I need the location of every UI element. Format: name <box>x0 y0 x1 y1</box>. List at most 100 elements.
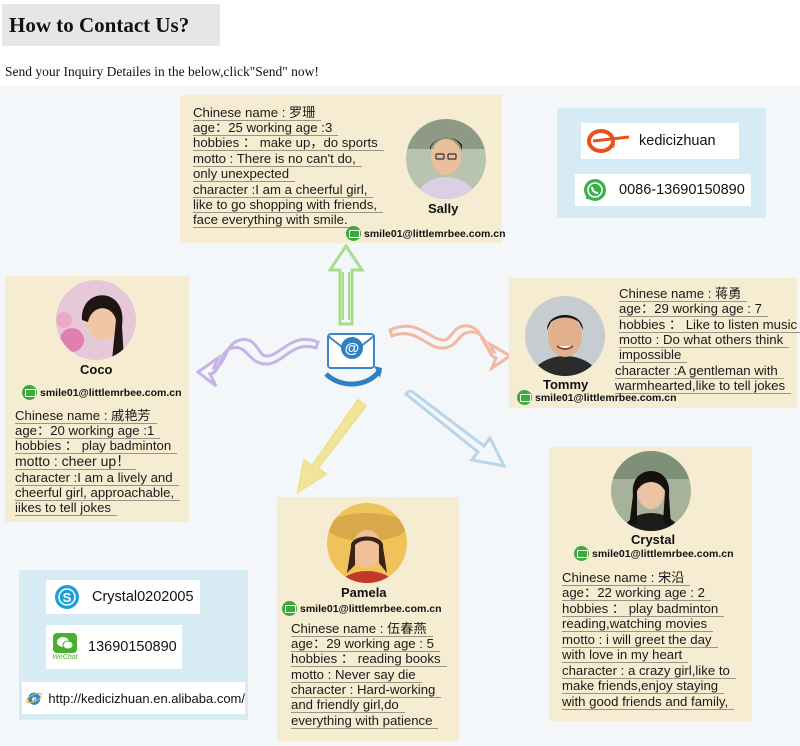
email-icon <box>282 601 297 616</box>
wechat-caption: WeChat <box>52 654 78 661</box>
contact-email[interactable]: smile01@littlemrbee.com.cn <box>574 546 734 561</box>
avatar-crystal <box>611 451 691 531</box>
contact-email[interactable]: smile01@littlemrbee.com.cn <box>282 601 442 616</box>
company-box: e kedicizhuan 0086-13690150890 <box>557 108 766 218</box>
card-line: with good friends and family, <box>562 694 735 710</box>
avatar-coco <box>56 280 136 360</box>
card-line: character :I am a lively and <box>15 470 179 486</box>
svg-text:S: S <box>63 590 72 605</box>
website-url[interactable]: http://kedicizhuan.en.alibaba.com/ <box>48 690 245 706</box>
card-line: cheerful girl, approachable, <box>15 485 181 501</box>
card-line: motto : Never say die <box>291 667 422 683</box>
wechat-icon <box>53 633 77 653</box>
arrow-up-icon <box>327 243 365 326</box>
alibaba-logo: e <box>587 129 630 153</box>
contact-email[interactable]: smile01@littlemrbee.com.cn <box>22 385 182 400</box>
whatsapp-contact[interactable]: 0086-13690150890 <box>575 174 751 206</box>
card-line: Chinese name : 戚艳芳 <box>15 408 157 424</box>
email-icon <box>574 546 589 561</box>
card-line: age：29 working age : 7 <box>619 301 768 317</box>
card-line: make friends,enjoy staying <box>562 678 725 694</box>
contact-email[interactable]: smile01@littlemrbee.com.cn <box>517 390 677 405</box>
card-line: motto : i will greet the day <box>562 632 718 648</box>
card-line: character :I am a cheerful girl, <box>193 182 374 198</box>
card-line: age：20 working age :1 <box>15 423 161 439</box>
card-line: and friendly girl,do <box>291 697 405 713</box>
wechat-logo: WeChat <box>52 632 78 662</box>
avatar-sally <box>406 119 486 199</box>
card-line: hobbies ： Like to listen music <box>619 317 800 333</box>
arrow-left-icon <box>196 338 320 388</box>
card-line: age：29 working age : 5 <box>291 636 440 652</box>
skype-icon: S <box>55 585 79 609</box>
brand-name: kedicizhuan <box>639 133 716 149</box>
skype-contact[interactable]: S Crystal0202005 <box>46 580 200 614</box>
card-line: character : Hard-working <box>291 682 442 698</box>
svg-text:e: e <box>32 694 37 705</box>
contact-name: Sally <box>428 201 459 216</box>
card-line: hobbies ： make up，do sports <box>193 135 384 151</box>
avatar-pamela <box>327 503 407 583</box>
svg-text:e: e <box>611 141 616 150</box>
email-icon <box>517 390 532 405</box>
card-line: impossible <box>619 347 688 363</box>
card-line: only unexpected <box>193 166 296 182</box>
page-subtitle: Send your Inquiry Detailes in the below,… <box>5 64 319 79</box>
contact-name: Crystal <box>631 532 676 547</box>
card-line: character : a crazy girl,like to <box>562 663 736 679</box>
whatsapp-number: 0086-13690150890 <box>619 182 745 198</box>
card-line: hobbies ： play badminton <box>15 438 178 454</box>
card-line: face everything with smile. <box>193 212 354 228</box>
title-banner: How to Contact Us? <box>2 4 220 46</box>
svg-text:@: @ <box>345 340 360 357</box>
card-line: age：25 working age :3 <box>193 120 339 136</box>
avatar-tommy <box>525 296 605 376</box>
card-line: hobbies ： play badminton <box>562 601 725 617</box>
email-text[interactable]: smile01@littlemrbee.com.cn <box>535 391 677 404</box>
email-icon <box>22 385 37 400</box>
mail-send-icon: @ <box>324 333 383 387</box>
contact-card-coco: Coco smile01@littlemrbee.com.cn Chinese … <box>5 276 189 522</box>
card-line: character :A gentleman with <box>615 363 784 379</box>
card-line: Chinese name : 蒋勇 <box>619 286 748 302</box>
arrow-right-icon <box>388 324 512 372</box>
contact-card-crystal: Crystal smile01@littlemrbee.com.cn Chine… <box>549 447 752 721</box>
contact-card-pamela: Pamela smile01@littlemrbee.com.cn Chines… <box>277 497 459 741</box>
card-line: like to go shopping with friends, <box>193 197 384 213</box>
card-line: hobbies ： reading books <box>291 651 447 667</box>
card-line: warmhearted,like to tell jokes <box>615 378 792 394</box>
card-line: Chinese name : 伍春燕 <box>291 621 433 637</box>
skype-id: Crystal0202005 <box>92 589 194 605</box>
card-line: Chinese name : 宋沿 <box>562 570 691 586</box>
contact-card-sally: Chinese name : 罗珊 age：25 working age :3 … <box>180 95 506 243</box>
card-line: motto : cheer up！ <box>15 454 137 470</box>
email-icon <box>346 226 361 241</box>
card-line: motto : There is no can't do, <box>193 151 362 167</box>
contact-name: Tommy <box>543 377 589 392</box>
card-line: everything with patience <box>291 713 439 729</box>
wechat-contact[interactable]: WeChat 13690150890 <box>46 625 182 669</box>
card-line: reading,watching movies <box>562 616 714 632</box>
page-title: How to Contact Us? <box>9 13 190 37</box>
email-text[interactable]: smile01@littlemrbee.com.cn <box>40 386 182 399</box>
contact-email[interactable]: smile01@littlemrbee.com.cn <box>346 226 506 241</box>
contact-name: Pamela <box>341 585 387 600</box>
arrow-down-right-icon <box>403 390 507 469</box>
email-text[interactable]: smile01@littlemrbee.com.cn <box>592 547 734 560</box>
email-text[interactable]: smile01@littlemrbee.com.cn <box>364 227 506 240</box>
website-link[interactable]: e http://kedicizhuan.en.alibaba.com/ <box>22 682 245 714</box>
arrow-down-left-icon <box>296 398 368 495</box>
contact-name: Coco <box>80 362 113 377</box>
card-line: Chinese name : 罗珊 <box>193 105 322 121</box>
contact-card-tommy: Chinese name : 蒋勇 age：29 working age : 7… <box>509 278 800 408</box>
wechat-number: 13690150890 <box>88 639 177 655</box>
card-line: motto : Do what others think <box>619 332 790 348</box>
internet-explorer-icon: e <box>26 692 43 705</box>
email-text[interactable]: smile01@littlemrbee.com.cn <box>300 602 442 615</box>
card-line: age：22 working age : 2 <box>562 585 711 601</box>
contact-methods-box: S Crystal0202005 WeChat 13690150890 e ht… <box>19 570 248 720</box>
card-line: iikes to tell jokes <box>15 500 118 516</box>
whatsapp-icon <box>584 179 606 201</box>
card-line: with love in my heart <box>562 647 689 663</box>
alibaba-brand[interactable]: e kedicizhuan <box>581 123 739 159</box>
